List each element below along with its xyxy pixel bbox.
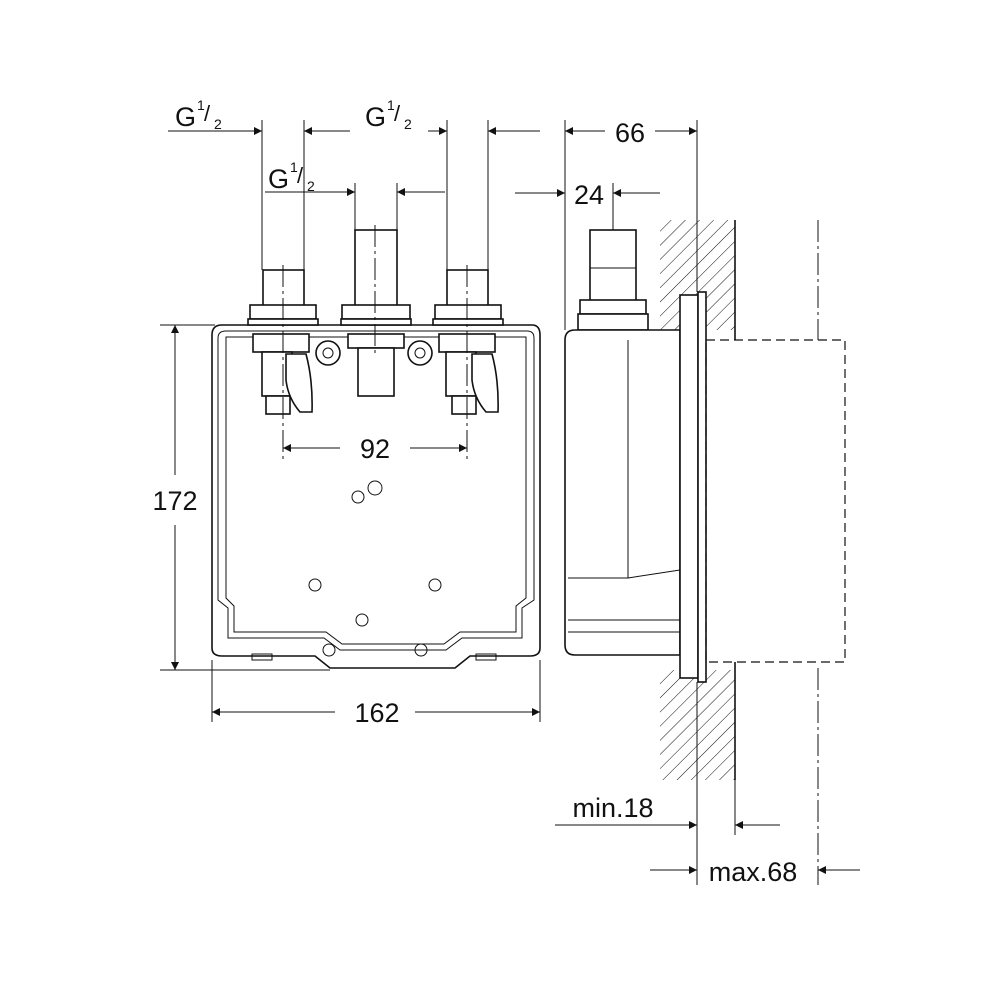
pipe-offset-label: 24 bbox=[574, 180, 604, 210]
svg-text:1: 1 bbox=[290, 159, 298, 175]
foot bbox=[475, 653, 497, 661]
svg-text:G: G bbox=[365, 102, 386, 132]
thread-label-center: G 1 / 2 bbox=[268, 159, 315, 194]
thread-label-left: G 1 / 2 bbox=[175, 97, 222, 132]
svg-text:2: 2 bbox=[307, 178, 315, 194]
mounting-plate bbox=[679, 294, 699, 679]
width-label: 162 bbox=[354, 698, 399, 728]
svg-text:G: G bbox=[175, 102, 196, 132]
height-label: 172 bbox=[152, 486, 197, 516]
min-depth-label: min.18 bbox=[572, 793, 653, 823]
pipe-center bbox=[340, 229, 412, 397]
side-pipe bbox=[589, 229, 637, 303]
pipe-spacing-label: 92 bbox=[360, 434, 390, 464]
side-housing bbox=[564, 329, 681, 656]
screw-icon bbox=[308, 340, 442, 657]
side-extension-lines bbox=[564, 120, 736, 885]
svg-text:/: / bbox=[297, 163, 304, 188]
cover-outline bbox=[705, 339, 846, 663]
svg-text:/: / bbox=[394, 101, 401, 126]
foot bbox=[251, 653, 273, 661]
svg-text:/: / bbox=[204, 101, 211, 126]
max-depth-label: max.68 bbox=[709, 857, 798, 887]
dimension-lines bbox=[168, 127, 540, 716]
svg-text:2: 2 bbox=[404, 116, 412, 132]
depth-label: 66 bbox=[615, 118, 645, 148]
svg-text:G: G bbox=[268, 164, 289, 194]
side-dimension-lines bbox=[515, 127, 860, 874]
svg-text:1: 1 bbox=[197, 97, 205, 113]
housing-inner-rim bbox=[217, 330, 535, 651]
pipe-left bbox=[247, 269, 319, 415]
pipe-right bbox=[432, 269, 504, 415]
extension-lines bbox=[160, 120, 541, 722]
housing-inner-rim-2 bbox=[225, 336, 527, 645]
front-view bbox=[211, 225, 541, 669]
thread-label-right: G 1 / 2 bbox=[365, 97, 412, 132]
side-view bbox=[564, 220, 846, 885]
svg-text:1: 1 bbox=[387, 97, 395, 113]
svg-text:2: 2 bbox=[214, 116, 222, 132]
housing-outline bbox=[211, 324, 541, 669]
